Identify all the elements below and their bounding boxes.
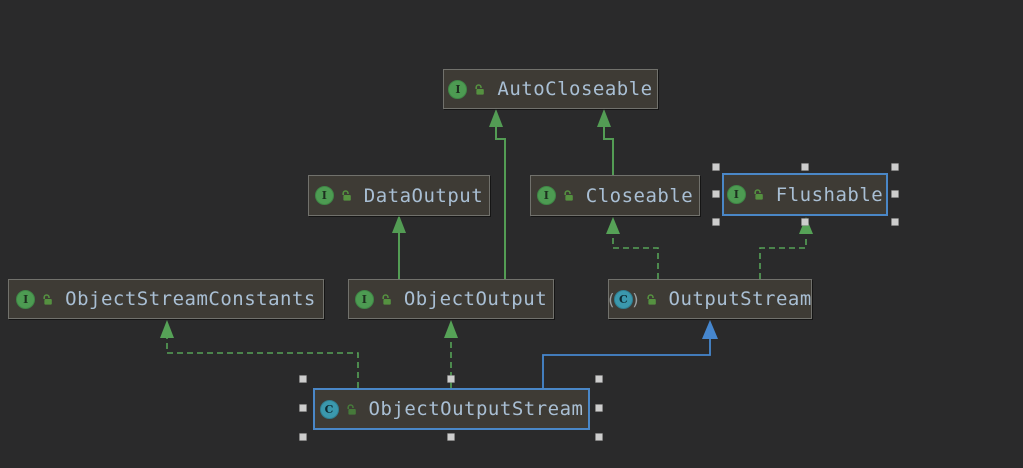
class-name: ObjectOutputStream xyxy=(368,398,584,420)
diagram-node-outputstream[interactable]: ( C ) OutputStream xyxy=(606,279,812,319)
selection-handle[interactable] xyxy=(712,163,720,171)
edge-outputstream-implements-closeable xyxy=(606,217,659,279)
triangle-arrowhead xyxy=(489,109,503,127)
selection-handle[interactable] xyxy=(299,433,307,441)
selection-handles-flushable xyxy=(712,163,899,226)
class-name: DataOutput xyxy=(363,184,484,207)
selection-handle[interactable] xyxy=(447,433,455,441)
lock-icon xyxy=(646,293,656,305)
selection-handles-objectoutputstream xyxy=(299,375,603,441)
class-icon: C xyxy=(319,399,339,419)
lock-icon xyxy=(342,190,351,201)
triangle-arrowhead xyxy=(444,320,458,338)
class-name: Flushable xyxy=(775,183,884,206)
lock-icon xyxy=(754,189,763,200)
selection-handle[interactable] xyxy=(447,375,455,383)
lock-icon xyxy=(564,190,573,201)
edge-objectoutput-extends-dataoutput xyxy=(392,215,406,279)
edge-objectoutputstream-implements-objectstreamconstants xyxy=(160,320,359,388)
edge-objectoutput-extends-autocloseable xyxy=(489,109,506,279)
abstract-class-icon: ( C ) xyxy=(606,289,641,309)
diagram-node-objectstreamconstants[interactable]: I ObjectStreamConstants xyxy=(8,279,324,319)
class-name: AutoCloseable xyxy=(497,78,653,100)
diagram-node-dataoutput[interactable]: I DataOutput xyxy=(308,175,490,216)
selection-handle[interactable] xyxy=(299,404,307,412)
lock-icon xyxy=(346,403,356,415)
lock-icon xyxy=(475,83,485,95)
interface-icon: I xyxy=(536,186,556,205)
triangle-arrowhead xyxy=(392,215,406,233)
diagram-node-flushable[interactable]: I Flushable xyxy=(722,173,888,216)
diagram-node-autocloseable[interactable]: I AutoCloseable xyxy=(443,69,658,109)
selection-handle[interactable] xyxy=(801,218,809,226)
diagram-node-objectoutput[interactable]: I ObjectOutput xyxy=(348,279,554,319)
lock-icon xyxy=(43,293,52,305)
selection-handle[interactable] xyxy=(712,190,720,198)
lock-icon xyxy=(382,293,391,305)
diagram-node-objectoutputstream[interactable]: C ObjectOutputStream xyxy=(313,388,590,430)
selection-handle[interactable] xyxy=(891,163,899,171)
edge-outputstream-implements-flushable xyxy=(759,217,813,279)
selection-handle[interactable] xyxy=(595,375,603,383)
class-name: Closeable xyxy=(585,184,694,207)
triangle-arrowhead xyxy=(606,217,620,234)
selection-handle[interactable] xyxy=(299,375,307,383)
selection-handle[interactable] xyxy=(801,163,809,171)
interface-icon: I xyxy=(314,186,334,205)
diagram-node-closeable[interactable]: I Closeable xyxy=(530,175,700,216)
selection-handle[interactable] xyxy=(891,218,899,226)
triangle-arrowhead xyxy=(160,320,174,338)
selection-handle[interactable] xyxy=(595,433,603,441)
interface-icon: I xyxy=(726,185,746,204)
edge-objectoutputstream-extends-outputstream xyxy=(542,320,718,388)
triangle-arrowhead xyxy=(597,109,611,127)
interface-icon: I xyxy=(354,289,374,309)
class-name: ObjectStreamConstants xyxy=(65,288,316,310)
interface-icon: I xyxy=(448,79,468,99)
class-name: OutputStream xyxy=(668,288,812,310)
triangle-arrowhead xyxy=(702,320,718,339)
edge-closeable-extends-autocloseable xyxy=(597,109,614,175)
class-name: ObjectOutput xyxy=(403,288,548,310)
edge-objectoutputstream-implements-objectoutput xyxy=(444,320,458,388)
interface-icon: I xyxy=(16,289,36,309)
selection-handle[interactable] xyxy=(712,218,720,226)
selection-handle[interactable] xyxy=(891,190,899,198)
selection-handle[interactable] xyxy=(595,404,603,412)
